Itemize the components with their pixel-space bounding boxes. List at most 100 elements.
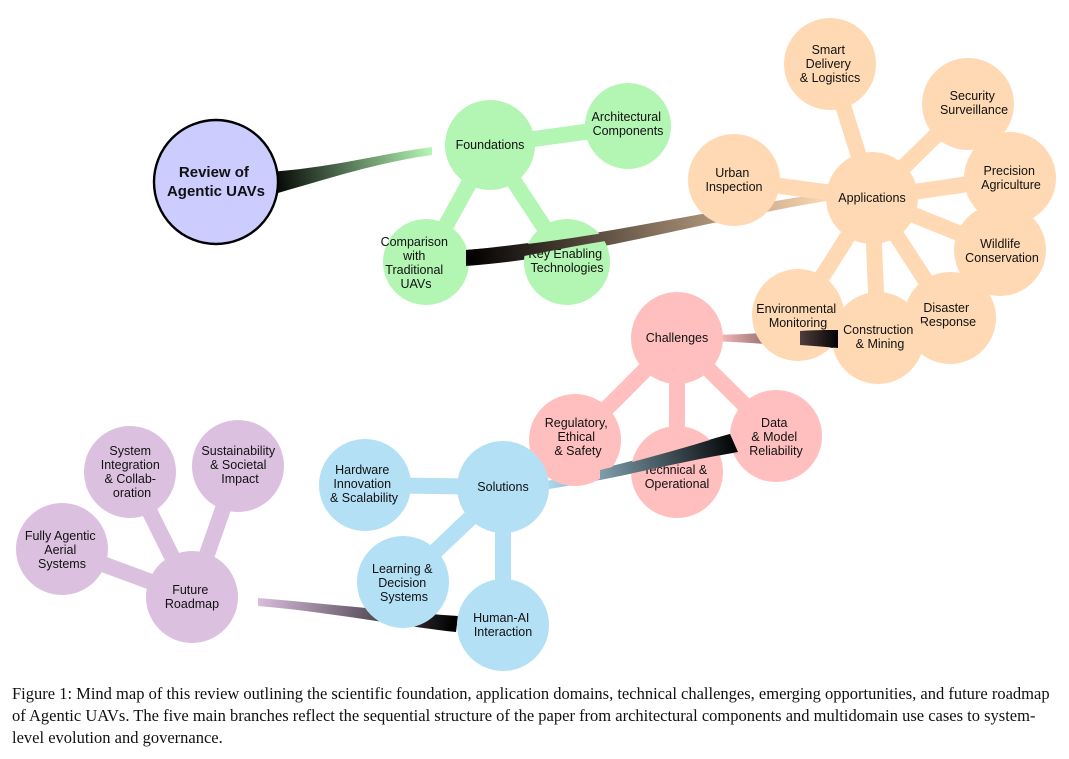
node-hardware-innovation-label: Hardware Innovation & Scalability: [330, 463, 399, 505]
node-disaster-response-label-line-1: Disaster: [923, 301, 969, 315]
node-architectural-components-circle: [585, 83, 671, 169]
node-challenges-circle: [631, 292, 723, 384]
node-applications-label-line-1: Applications: [838, 191, 905, 205]
node-comparison-traditional-uavs-circle: [383, 219, 469, 305]
node-fully-agentic-aerial-label-line-1: Fully Agentic: [25, 529, 96, 543]
node-data-model-reliability-label-line-3: Reliability: [749, 444, 803, 458]
node-human-ai-interaction-label: Human-AI Interaction: [473, 611, 533, 639]
node-precision-agriculture: Precision Agriculture: [964, 132, 1056, 224]
node-data-model-reliability-label-line-1: Data: [761, 416, 787, 430]
mind-map-nodes: Review of Agentic UAVs Foundations Archi…: [16, 18, 1056, 671]
node-challenges-label-line-1: Challenges: [646, 331, 709, 345]
node-precision-agriculture-label-line-1: Precision: [984, 164, 1035, 178]
node-precision-agriculture-label-line-2: Agriculture: [981, 178, 1041, 192]
node-disaster-response: Disaster Response: [904, 272, 996, 364]
node-human-ai-interaction-circle: [457, 579, 549, 671]
node-learning-decision-label-line-1: Learning &: [372, 562, 433, 576]
node-regulatory-ethical-safety-label-line-3: & Safety: [554, 444, 602, 458]
node-challenges: Challenges: [631, 292, 723, 384]
node-wildlife-conservation: Wildlife Conservation: [954, 204, 1046, 296]
node-applications-circle: [826, 152, 918, 244]
connector-overlays: [466, 232, 838, 480]
node-fully-agentic-aerial-label: Fully Agentic Aerial Systems: [25, 529, 99, 571]
node-foundations-label: Foundations: [456, 138, 525, 152]
node-comparison-traditional-uavs: Comparison with Traditional UAVs: [381, 219, 469, 305]
node-fully-agentic-aerial: Fully Agentic Aerial Systems: [16, 503, 108, 595]
node-system-integration-label-line-3: & Collab-: [105, 472, 156, 486]
node-system-integration-label-line-2: Integration: [101, 458, 160, 472]
node-hardware-innovation: Hardware Innovation & Scalability: [319, 439, 411, 531]
node-data-model-reliability-label-line-2: & Model: [751, 430, 797, 444]
node-foundations: Foundations: [445, 100, 535, 190]
node-data-model-reliability-circle: [730, 390, 822, 482]
node-regulatory-ethical-safety-label-line-2: Ethical: [557, 430, 595, 444]
node-architectural-components-label: Architectural Components: [592, 110, 665, 138]
node-urban-inspection: Urban Inspection: [688, 134, 780, 226]
node-construction-mining-label: Construction & Mining: [843, 323, 917, 351]
node-comparison-traditional-uavs-label-line-2: with: [402, 249, 425, 263]
node-learning-decision-label: Learning & Decision Systems: [372, 562, 436, 604]
node-urban-inspection-label-line-1: Urban: [715, 166, 749, 180]
node-construction-mining: Construction & Mining: [832, 292, 924, 384]
node-learning-decision: Learning & Decision Systems: [357, 536, 449, 628]
node-environmental-monitoring-label-line-1: Environmental: [756, 302, 836, 316]
node-comparison-traditional-uavs-label-line-1: Comparison: [381, 235, 448, 249]
node-foundations-label-line-1: Foundations: [456, 138, 525, 152]
node-applications: Applications: [826, 152, 918, 244]
node-urban-inspection-label-line-2: Inspection: [706, 180, 763, 194]
node-security-surveillance-label-line-2: Surveillance: [940, 103, 1008, 117]
node-future-roadmap-label-line-2: Roadmap: [165, 597, 219, 611]
node-root-label-line-1: Review of: [179, 164, 250, 181]
node-disaster-response-label-line-2: Response: [920, 315, 976, 329]
node-human-ai-interaction-label-line-2: Interaction: [474, 625, 532, 639]
node-system-integration-label-line-1: System: [109, 444, 151, 458]
node-future-roadmap-label: Future Roadmap: [165, 583, 219, 611]
node-comparison-traditional-uavs-label-line-4: UAVs: [400, 277, 431, 291]
node-human-ai-interaction: Human-AI Interaction: [457, 579, 549, 671]
node-security-surveillance-label-line-1: Security: [950, 89, 996, 103]
node-sustainability-societal: Sustainability & Societal Impact: [192, 420, 284, 512]
node-disaster-response-circle: [904, 272, 996, 364]
connector-root-foundations: [268, 147, 432, 196]
node-environmental-monitoring-label: Environmental Monitoring: [756, 302, 839, 330]
node-technical-operational: Technical & Operational: [631, 426, 723, 518]
node-hardware-innovation-label-line-2: Innovation: [333, 477, 391, 491]
node-smart-delivery-label: Smart Delivery & Logistics: [800, 43, 860, 85]
node-root-label-line-2: Agentic UAVs: [167, 183, 265, 200]
node-system-integration-label-line-4: oration: [113, 486, 151, 500]
node-security-surveillance-label: Security Surveillance: [940, 89, 1008, 117]
node-security-surveillance: Security Surveillance: [922, 58, 1014, 150]
node-learning-decision-circle: [357, 536, 449, 628]
node-solutions: Solutions: [457, 441, 549, 533]
node-hardware-innovation-circle: [319, 439, 411, 531]
node-hardware-innovation-label-line-1: Hardware: [335, 463, 389, 477]
node-fully-agentic-aerial-circle: [16, 503, 108, 595]
node-key-enabling-technologies-label: Key Enabling Technologies: [528, 247, 605, 275]
node-future-roadmap: Future Roadmap: [146, 551, 238, 643]
node-fully-agentic-aerial-label-line-3: Systems: [38, 557, 86, 571]
node-smart-delivery-label-line-2: Delivery: [806, 57, 852, 71]
node-system-integration: System Integration & Collab- oration: [84, 426, 176, 518]
node-sustainability-societal-label: Sustainability & Societal Impact: [201, 444, 278, 486]
node-fully-agentic-aerial-label-line-2: Aerial: [44, 543, 76, 557]
node-system-integration-label: System Integration & Collab- oration: [101, 444, 164, 500]
connector-overlay-challenges-solutions: [600, 434, 738, 480]
node-foundations-circle: [445, 100, 535, 190]
node-regulatory-ethical-safety: Regulatory, Ethical & Safety: [529, 394, 621, 486]
node-root: Review of Agentic UAVs: [152, 118, 280, 246]
node-learning-decision-label-line-3: Systems: [380, 590, 428, 604]
node-future-roadmap-label-line-1: Future: [172, 583, 208, 597]
node-construction-mining-label-line-1: Construction: [843, 323, 913, 337]
node-security-surveillance-circle: [922, 58, 1014, 150]
node-learning-decision-label-line-2: Decision: [378, 576, 426, 590]
node-wildlife-conservation-label-line-2: Conservation: [965, 251, 1039, 265]
node-wildlife-conservation-label-line-1: Wildlife: [980, 237, 1020, 251]
node-system-integration-circle: [84, 426, 176, 518]
node-root-label: Review of Agentic UAVs: [167, 164, 265, 200]
node-smart-delivery: Smart Delivery & Logistics: [784, 18, 876, 110]
node-data-model-reliability-label: Data & Model Reliability: [749, 416, 803, 458]
node-sustainability-societal-label-line-1: Sustainability: [201, 444, 275, 458]
connector-overlay-foundations-applications: [466, 232, 612, 266]
node-key-enabling-technologies-label-line-2: Technologies: [531, 261, 604, 275]
node-applications-label: Applications: [838, 191, 905, 205]
